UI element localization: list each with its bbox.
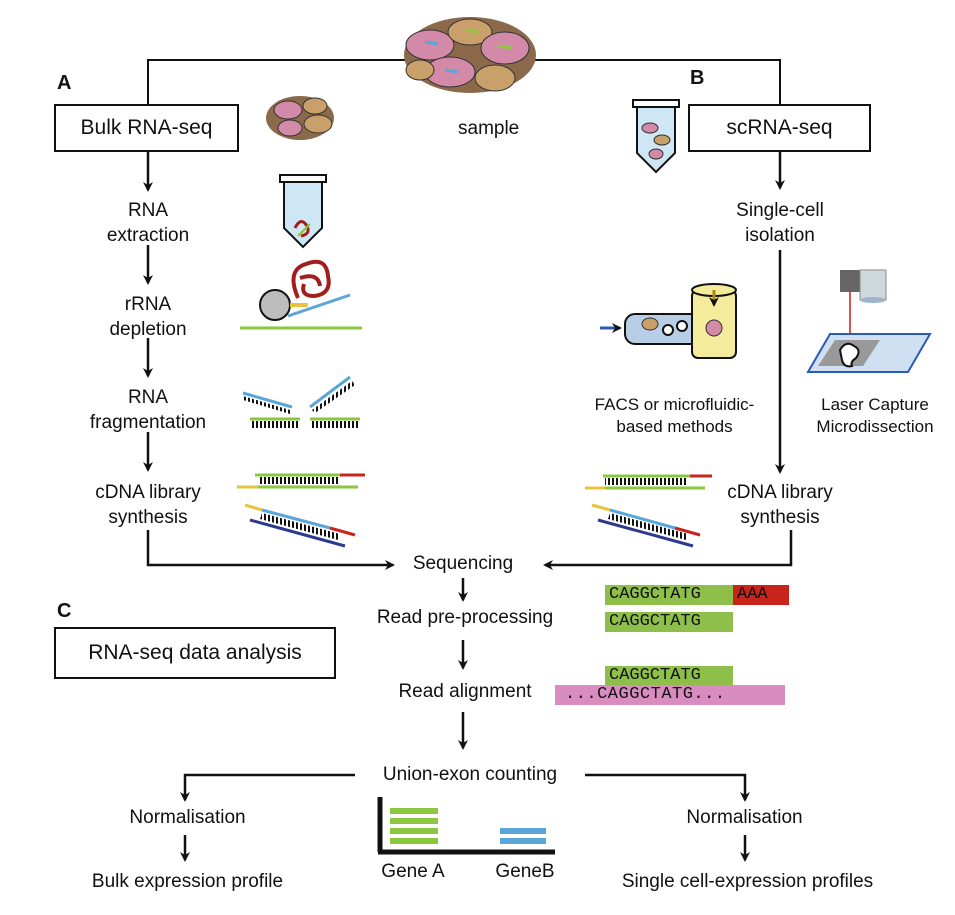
sequencing-label: Sequencing: [412, 553, 514, 574]
rrna-depletion-icon: [240, 259, 362, 330]
analysis-flow-arrows: [180, 578, 750, 862]
facs-label: FACS or microfluidic- based methods: [594, 395, 755, 436]
gene-a-label: Gene A: [381, 861, 445, 882]
gene-b-bar-2: [500, 838, 546, 844]
bulk-flow-arrows: [143, 152, 395, 570]
raw-read-seq: CAGGCTATG: [605, 585, 733, 605]
normalisation-left-label: Normalisation: [129, 807, 246, 828]
alignment-label: Read alignment: [398, 681, 532, 702]
bulk-rna-seq-box: Bulk RNA-seq: [54, 104, 239, 152]
sample-split-lines: [147, 59, 781, 105]
gene-a-bar-2: [390, 818, 438, 824]
tissue-sample-icon: [404, 17, 536, 93]
sc-cdna-label: cDNA library synthesis: [727, 482, 833, 528]
analysis-title: RNA-seq data analysis: [88, 641, 302, 664]
trimmed-read-seq: CAGGCTATG: [605, 612, 733, 632]
sc-cdna-icon: [585, 474, 712, 548]
sample-label: sample: [458, 118, 520, 139]
scrna-seq-title: scRNA-seq: [726, 116, 833, 139]
gene-a-bar-1: [390, 808, 438, 814]
scrna-seq-box: scRNA-seq: [688, 104, 871, 152]
facs-microfluidic-icon: [600, 283, 737, 359]
reference-seq: ...CAGGCTATG...: [555, 685, 785, 705]
rna-extraction-label: RNA extraction: [106, 200, 190, 246]
bulk-profile-label: Bulk expression profile: [91, 871, 284, 892]
gene-a-bar-4: [390, 838, 438, 844]
gene-b-label: GeneB: [495, 861, 555, 882]
rrna-depletion-label: rRNA depletion: [109, 294, 187, 340]
bulk-tissue-icon: [266, 96, 334, 140]
panel-a-letter: A: [57, 72, 72, 94]
gene-b-bar-1: [500, 828, 546, 834]
aligned-read-seq: CAGGCTATG: [605, 666, 733, 686]
rna-fragmentation-label: RNA fragmentation: [89, 387, 207, 433]
panel-b-letter: B: [690, 67, 705, 89]
single-cell-isolation-label: Single-cell isolation: [736, 200, 824, 246]
gene-a-bar-3: [390, 828, 438, 834]
extraction-tube-icon: [279, 174, 327, 249]
analysis-box: RNA-seq data analysis: [54, 627, 336, 679]
sc-profile-label: Single cell-expression profiles: [621, 871, 874, 892]
normalisation-right-label: Normalisation: [686, 807, 803, 828]
adapter-seq: AAA: [733, 585, 789, 605]
rna-fragmentation-icon: [242, 375, 360, 428]
bulk-cdna-icon: [237, 473, 365, 548]
preprocessing-label: Read pre-processing: [376, 607, 554, 628]
bulk-rna-seq-title: Bulk RNA-seq: [80, 116, 213, 139]
counting-label: Union-exon counting: [382, 764, 558, 785]
sc-flow-arrows: [543, 152, 793, 570]
bulk-cdna-label: cDNA library synthesis: [95, 482, 201, 528]
lcm-label: Laser Capture Microdissection: [816, 395, 934, 436]
single-cell-tube-icon: [632, 99, 680, 174]
laser-capture-icon: [806, 269, 932, 373]
gene-count-plot: [377, 797, 555, 855]
panel-c-letter: C: [57, 600, 72, 622]
